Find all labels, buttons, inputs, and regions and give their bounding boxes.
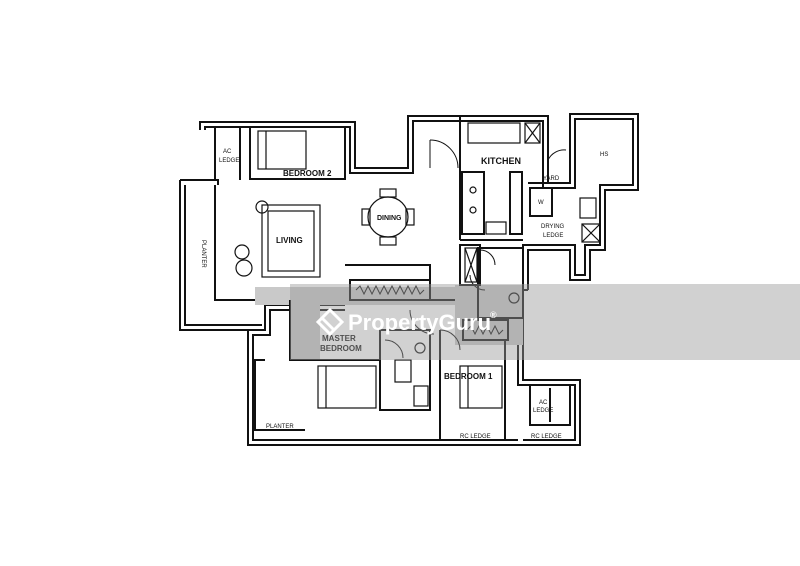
- label-yard: YARD: [543, 176, 560, 182]
- room-label-master-line2: BEDROOM: [320, 344, 362, 353]
- beds: [257, 130, 503, 409]
- wardrobe-rods: [355, 284, 504, 336]
- label-planter-left: PLANTER: [200, 240, 206, 268]
- watermark-trademark: ®: [490, 310, 497, 320]
- watermark: PropertyGuru ®: [290, 284, 800, 360]
- watermark-band: [290, 284, 800, 360]
- bed-master: [317, 365, 377, 409]
- label-ac-ledge-right-1: AC: [539, 400, 548, 406]
- label-ac-ledge-right-2: LEDGE: [533, 408, 553, 414]
- label-rc-ledge-2: RC LEDGE: [531, 434, 562, 440]
- kitchen-fixtures: [467, 122, 541, 235]
- living-sofa-set: [234, 200, 321, 278]
- room-label-master-line1: MASTER: [322, 334, 356, 343]
- label-drying-ledge-2: LEDGE: [543, 233, 563, 239]
- bathroom-fixtures: [394, 197, 601, 407]
- room-label-bedroom-1: BEDROOM 1: [444, 372, 493, 381]
- label-washer: W: [538, 200, 544, 206]
- dining-table: [361, 188, 415, 246]
- room-label-dining: DINING: [377, 215, 402, 222]
- label-planter-bottom: PLANTER: [266, 424, 294, 430]
- room-label-living: LIVING: [276, 236, 303, 245]
- label-rc-ledge-1: RC LEDGE: [460, 434, 491, 440]
- label-ac-ledge-left-1: AC: [223, 149, 232, 155]
- room-label-bedroom-2: BEDROOM 2: [283, 169, 332, 178]
- label-drying-ledge-1: DRYING: [541, 224, 565, 230]
- watermark-brand-text: PropertyGuru: [348, 310, 491, 335]
- door-swings: [384, 139, 567, 359]
- bed-bedroom-2: [257, 130, 307, 170]
- interior-walls: [214, 120, 571, 440]
- label-hs: HS: [600, 152, 608, 158]
- label-ac-ledge-left-2: LEDGE: [219, 158, 239, 164]
- room-label-kitchen: KITCHEN: [481, 156, 521, 166]
- bed-bedroom-1: [459, 365, 503, 409]
- watermark-logo-icon: [315, 307, 345, 337]
- outer-walls: [179, 113, 639, 446]
